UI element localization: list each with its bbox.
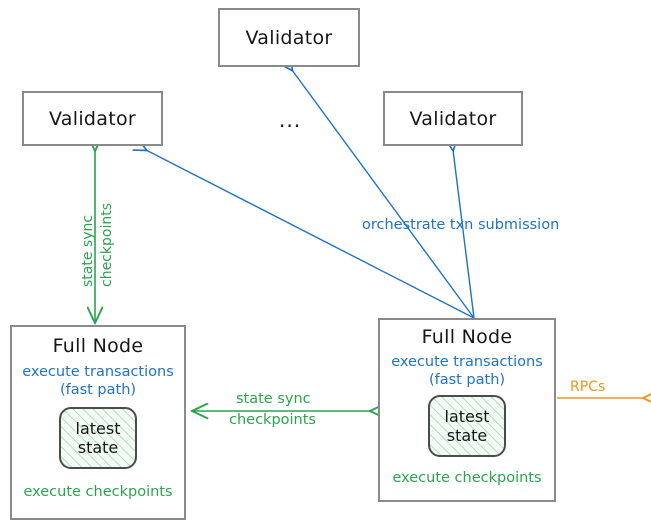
full-node-box-left[interactable]: Full Node execute transactions (fast pat… [10,325,186,520]
edge-label-rpcs: RPCs [570,379,606,395]
full-node-right-blue-line-2: (fast path) [428,372,506,389]
validator-box-right[interactable]: Validator [383,91,523,146]
full-node-box-right[interactable]: Full Node execute transactions (fast pat… [378,318,556,502]
validator-right-label: Validator [409,107,497,130]
latest-state-box-right: latest state [428,395,506,458]
edge-label-vertical-state-sync: state sync [80,214,96,287]
full-node-left-blue-line-1: execute transactions [22,364,174,380]
validators-ellipsis: ... [279,108,302,132]
latest-state-left-line-1: latest [75,419,121,439]
latest-state-right-line-2: state [446,426,488,446]
edge-label-middle-checkpoints: checkpoints [229,412,316,428]
full-node-left-title: Full Node [52,335,144,357]
edge-label-middle-state-sync: state sync [236,391,311,407]
validator-box-top[interactable]: Validator [218,8,360,67]
edge-fullnode-right-to-validator-left [146,150,475,319]
validator-box-left[interactable]: Validator [22,91,163,146]
full-node-left-green-line: execute checkpoints [23,484,173,501]
edge-label-orchestrate-txn-submission: orchestrate txn submission [362,217,560,233]
validator-left-label: Validator [48,107,136,130]
full-node-right-title: Full Node [421,326,513,348]
edge-fullnode-right-to-validator-right [453,150,475,319]
latest-state-box-left: latest state [59,407,137,470]
latest-state-left-line-2: state [77,438,119,458]
full-node-right-blue-line-1: execute transactions [391,354,543,370]
full-node-left-blue-line-2: (fast path) [59,382,137,399]
validator-top-label: Validator [245,26,333,49]
latest-state-right-line-1: latest [444,407,490,427]
edge-label-vertical-checkpoints: checkpoints [99,203,115,287]
full-node-right-green-line: execute checkpoints [392,470,542,487]
